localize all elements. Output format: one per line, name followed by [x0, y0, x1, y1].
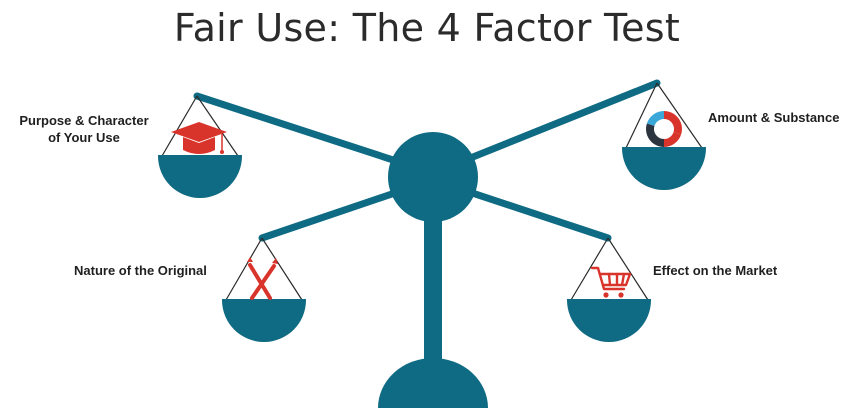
scale-base [378, 358, 488, 408]
donut-chart-icon [646, 111, 682, 147]
pan-purpose-character [158, 95, 242, 198]
crossed-pencils-icon [247, 257, 278, 300]
graduation-cap-icon [171, 122, 227, 154]
label-purpose-character: Purpose & Character of Your Use [8, 112, 160, 146]
page-title: Fair Use: The 4 Factor Test [173, 6, 681, 50]
label-amount-substance: Amount & Substance [708, 110, 840, 125]
scale-pole [424, 190, 442, 370]
scale-hub [388, 132, 478, 222]
label-purpose-line2: of Your Use [48, 130, 120, 145]
shopping-cart-icon [590, 266, 632, 298]
label-effect-market: Effect on the Market [653, 263, 778, 278]
label-purpose-line1: Purpose & Character [19, 113, 149, 128]
pan-amount-substance [622, 82, 706, 190]
pan-nature-original [222, 237, 306, 342]
label-nature-original: Nature of the Original [74, 263, 207, 278]
pan-effect-market [567, 237, 651, 342]
